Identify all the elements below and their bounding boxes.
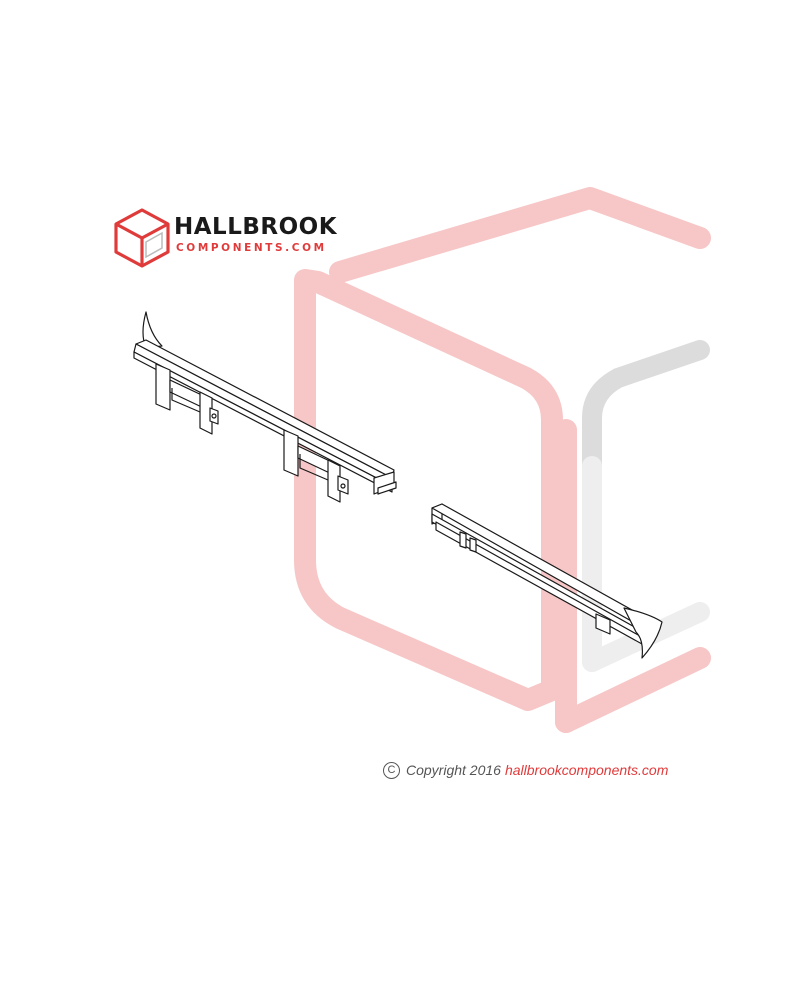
watermark-left-face [294,269,563,711]
cube-logo-icon [114,208,170,268]
bracket-2-plate [283,429,299,477]
copyright-notice: C Copyright 2016 hallbrookcomponents.com [383,760,668,780]
bracket-2-leg [327,459,341,503]
watermark-top-face [329,187,711,283]
copyright-text: Copyright 2016 [406,762,501,778]
bracket-2-hole [340,483,346,489]
bracket-2-web [299,454,329,481]
bracket-1-web [171,388,201,413]
brand-name: HALLBROOK [174,214,338,240]
watermark-bottom-edge [555,647,711,733]
copyright-icon: C [383,761,400,779]
rail2-flared-end [623,607,663,659]
rail2-block [595,613,611,635]
copyright-link[interactable]: hallbrookcomponents.com [504,762,669,778]
rail2-stud-2 [469,537,477,553]
rail2-stud-1 [459,531,467,549]
watermark-inner-grey [582,340,710,476]
rail-end-tab [377,481,397,495]
rail-lower-face [133,351,393,493]
brand-logo: HALLBROOK COMPONENTS.COM [112,206,337,270]
brand-subtitle: COMPONENTS.COM [176,242,327,254]
bracket-1-hole [211,413,217,419]
bracket-1-plate [155,363,171,411]
rail2-top-surface [431,503,651,627]
rail2-lower-face [435,521,643,645]
bracket-1-leg [199,391,213,435]
